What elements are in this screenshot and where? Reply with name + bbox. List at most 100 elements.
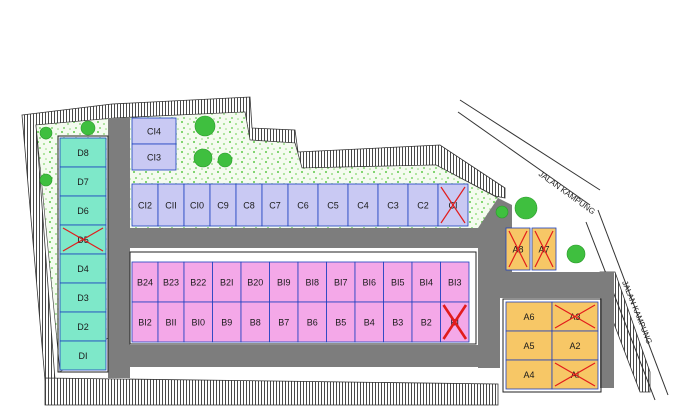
lot-bi7[interactable]: BI7: [326, 261, 356, 303]
lot-label: B24: [137, 278, 153, 288]
lot-ci4[interactable]: CI4: [131, 117, 177, 145]
lot-b2[interactable]: B2: [411, 301, 441, 343]
lot-b8[interactable]: B8: [240, 301, 270, 343]
lot-b6[interactable]: B6: [297, 301, 327, 343]
lot-label: DI: [79, 351, 88, 361]
lot-c3[interactable]: C3: [377, 183, 409, 227]
lot-c6[interactable]: C6: [287, 183, 319, 227]
lot-bi8[interactable]: BI8: [297, 261, 327, 303]
lot-b20[interactable]: B20: [240, 261, 270, 303]
external-road: [457, 99, 669, 401]
lot-a6[interactable]: A6: [505, 301, 553, 332]
tree-icon: [217, 152, 233, 168]
lot-label: D2: [77, 322, 89, 332]
tree-icon: [495, 205, 509, 219]
lot-label: A5: [523, 341, 534, 351]
lot-label: BII: [165, 318, 176, 328]
lot-a7[interactable]: A7: [531, 227, 557, 271]
lot-c4[interactable]: C4: [347, 183, 379, 227]
lot-label: CI3: [147, 153, 161, 163]
lot-bi0[interactable]: BI0: [183, 301, 213, 343]
lot-label: A4: [523, 370, 534, 380]
road-label-upper: JALAN KAMPUNG: [537, 169, 597, 216]
lot-ci0[interactable]: CI0: [183, 183, 211, 227]
lot-cii[interactable]: CII: [157, 183, 185, 227]
lot-label: B7: [278, 318, 289, 328]
lot-a2[interactable]: A2: [551, 330, 599, 361]
lot-b9[interactable]: B9: [212, 301, 242, 343]
tree-icon: [39, 126, 53, 140]
lot-di[interactable]: DI: [59, 340, 107, 371]
lot-bi5[interactable]: BI5: [383, 261, 413, 303]
block-a-outline: [502, 298, 602, 393]
lot-b5[interactable]: B5: [326, 301, 356, 343]
tree-icon: [193, 148, 213, 168]
lot-d8[interactable]: D8: [59, 137, 107, 168]
lot-b22[interactable]: B22: [183, 261, 213, 303]
lot-d4[interactable]: D4: [59, 253, 107, 284]
lot-label: D4: [77, 264, 89, 274]
lot-bi9[interactable]: BI9: [269, 261, 299, 303]
lot-a4[interactable]: A4: [505, 359, 553, 390]
lot-label: C4: [357, 201, 369, 211]
lot-ci2[interactable]: CI2: [131, 183, 159, 227]
lot-c2[interactable]: C2: [407, 183, 439, 227]
lot-b24[interactable]: B24: [131, 261, 159, 303]
lot-b7[interactable]: B7: [269, 301, 299, 343]
lot-d6[interactable]: D6: [59, 195, 107, 226]
lot-label: BI2: [138, 318, 152, 328]
lot-label: BI7: [334, 278, 348, 288]
lot-bi3[interactable]: BI3: [440, 261, 470, 303]
lot-bii[interactable]: BII: [157, 301, 185, 343]
lot-d7[interactable]: D7: [59, 166, 107, 197]
lot-label: A6: [523, 312, 534, 322]
lot-label: B9: [221, 318, 232, 328]
lot-d3[interactable]: D3: [59, 282, 107, 313]
lot-b3[interactable]: B3: [383, 301, 413, 343]
lot-label: CI4: [147, 127, 161, 137]
lot-bi[interactable]: BI: [440, 301, 470, 343]
sold-x-mark-icon: [554, 304, 596, 329]
lot-label: D8: [77, 148, 89, 158]
lot-label: B3: [392, 318, 403, 328]
lot-label: C2: [417, 201, 429, 211]
lot-label: BI6: [362, 278, 376, 288]
lot-label: BI5: [391, 278, 405, 288]
lot-ai[interactable]: AI: [551, 359, 599, 390]
lot-label: D6: [77, 206, 89, 216]
lot-label: CII: [165, 201, 177, 211]
lot-c9[interactable]: C9: [209, 183, 237, 227]
tree-icon: [194, 115, 216, 137]
lot-bi6[interactable]: BI6: [354, 261, 384, 303]
lot-label: B6: [307, 318, 318, 328]
lot-b4[interactable]: B4: [354, 301, 384, 343]
lot-b23[interactable]: B23: [157, 261, 185, 303]
lot-label: B23: [163, 278, 179, 288]
lot-c7[interactable]: C7: [261, 183, 289, 227]
block-d-lots: D8D7D6D5D4D3D2DI: [57, 135, 109, 373]
tree-icon: [514, 196, 538, 220]
lot-a5[interactable]: A5: [505, 330, 553, 361]
lot-label: B8: [250, 318, 261, 328]
lot-a3[interactable]: A3: [551, 301, 599, 332]
lot-d5[interactable]: D5: [59, 224, 107, 255]
lot-label: BI0: [191, 318, 205, 328]
sold-x-mark-icon: [442, 304, 468, 340]
lot-bi4[interactable]: BI4: [411, 261, 441, 303]
lot-label: B4: [364, 318, 375, 328]
lot-a8[interactable]: A8: [505, 227, 531, 271]
block-b-outline: [129, 251, 477, 345]
lot-bi2[interactable]: BI2: [131, 301, 159, 343]
lot-ci3[interactable]: CI3: [131, 143, 177, 171]
lot-label: CI2: [138, 201, 152, 211]
lot-label: C7: [269, 201, 281, 211]
lot-b2i[interactable]: B2I: [212, 261, 242, 303]
lot-c8[interactable]: C8: [235, 183, 263, 227]
lot-ci[interactable]: CI: [437, 183, 469, 227]
lot-c5[interactable]: C5: [317, 183, 349, 227]
lot-d2[interactable]: D2: [59, 311, 107, 342]
